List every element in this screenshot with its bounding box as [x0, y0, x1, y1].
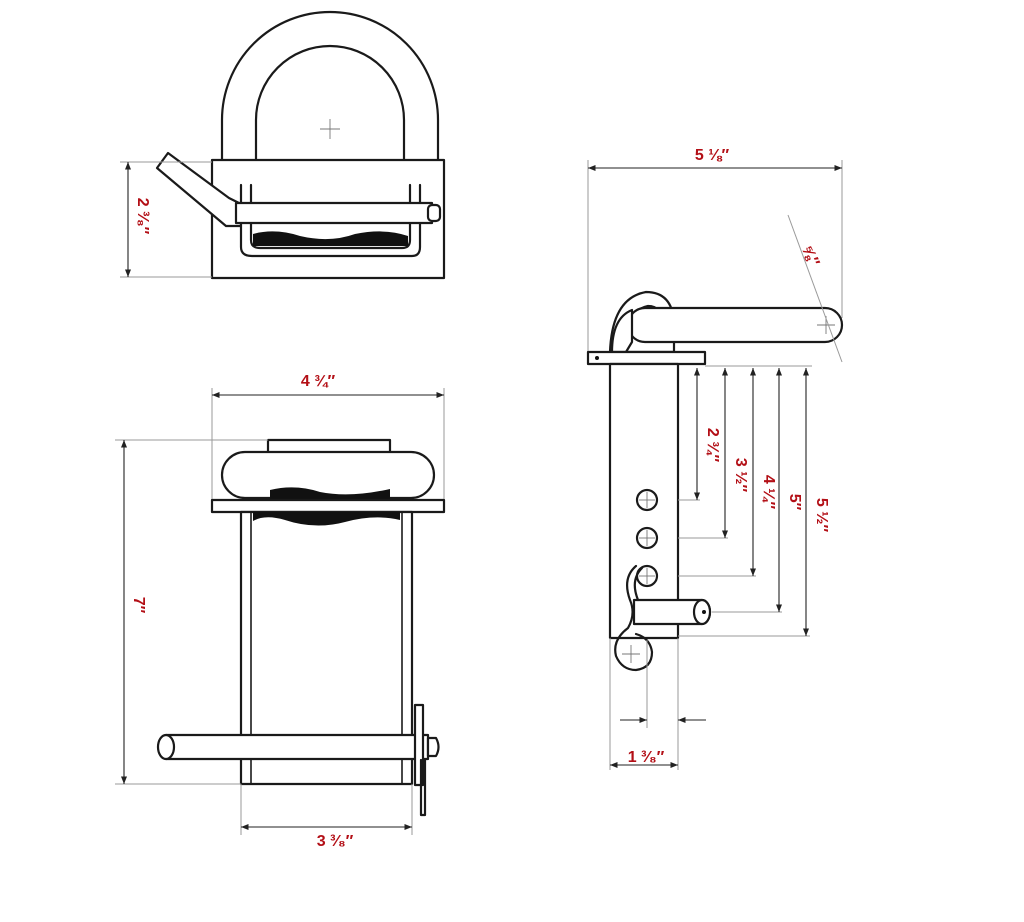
front-pin-end [156, 733, 176, 761]
top-view: 2 ³⁄₈″ [120, 10, 446, 280]
top-view-height-label: 2 ³⁄₈″ [134, 198, 151, 235]
front-pin [164, 733, 430, 761]
side-hole-2-label: 3 ½″ [732, 458, 749, 493]
front-clip [413, 703, 425, 787]
top-view-pin-end [426, 203, 442, 223]
front-break-shade [253, 512, 400, 526]
side-hole-3-label: 4 ¼″ [760, 475, 777, 510]
side-hole-4-label: 5″ [786, 494, 803, 511]
side-holes [635, 488, 659, 588]
side-post-width-label: 1 ³⁄₈″ [628, 749, 665, 766]
front-base-width-label: 3 ³⁄₈″ [317, 833, 354, 850]
side-clip [614, 564, 654, 672]
front-width-label: 4 ¾″ [301, 373, 336, 390]
front-plate [210, 498, 446, 514]
side-hole-1-label: 2 ¾″ [704, 428, 721, 463]
front-height-label: 7″ [130, 597, 147, 614]
side-hole-5-label: 5 ½″ [813, 498, 830, 533]
top-view-bracket-inner [249, 183, 412, 250]
top-view-pin [234, 201, 434, 225]
side-handle-diameter-dimension [787, 214, 843, 363]
side-handle-diameter-label: ⅝″ [798, 243, 822, 270]
top-view-break-shade [253, 231, 408, 246]
side-view: 5 ⅛″ ⅝″ [586, 147, 844, 770]
front-view: 4 ¾″ 7″ 3 ³⁄₈″ [115, 373, 446, 850]
side-plate [586, 350, 707, 366]
top-view-center-mark [320, 119, 340, 139]
top-view-ring-outer [220, 10, 440, 162]
front-handle [220, 450, 436, 500]
side-width-label: 5 ⅛″ [695, 147, 730, 164]
front-collar-shade [270, 487, 390, 500]
side-handle [626, 306, 844, 344]
top-view-ring-inner [254, 44, 406, 162]
